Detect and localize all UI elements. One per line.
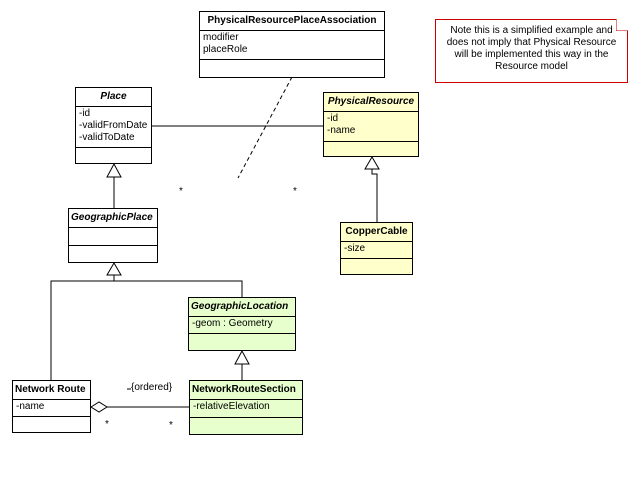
copper-resource-generalization: [371, 169, 378, 222]
constraint-tick: [127, 388, 131, 390]
operations-section: [76, 148, 151, 150]
class-geographic-place[interactable]: GeographicPlace: [68, 208, 158, 263]
operations-section: [200, 60, 384, 62]
class-name: CopperCable: [341, 223, 412, 242]
operations-section: [190, 418, 302, 420]
operations-section: [69, 246, 157, 248]
multiplicity-place-end: *: [179, 186, 183, 197]
attribute: modifier: [203, 32, 239, 43]
attributes-section: modifier placeRole: [200, 31, 384, 60]
note-text: Note this is a simplified example and do…: [446, 25, 617, 72]
note-corner-fold: [616, 19, 628, 31]
section-location-arrowhead: [234, 349, 250, 365]
multiplicity-route-end: *: [105, 419, 109, 430]
class-physical-resource[interactable]: PhysicalResource -id -name: [323, 92, 419, 157]
route-geoplace-generalization: [50, 280, 243, 380]
attribute: -validFromDate: [79, 120, 148, 131]
attributes-section: -name: [13, 400, 90, 417]
note: Note this is a simplified example and do…: [435, 19, 628, 83]
class-name: GeographicPlace: [69, 209, 157, 228]
multiplicity-resource-end: *: [293, 186, 297, 197]
class-geographic-location[interactable]: GeographicLocation -geom : Geometry: [188, 297, 296, 351]
attribute: -id: [327, 113, 339, 124]
class-network-route[interactable]: Network Route -name: [12, 380, 91, 433]
class-name: Network Route: [13, 381, 90, 400]
operations-section: [324, 142, 418, 144]
attributes-section: -id -name: [324, 112, 418, 142]
attributes-section: -geom : Geometry: [189, 317, 295, 334]
operations-section: [189, 334, 295, 336]
operations-section: [341, 259, 412, 261]
class-name: GeographicLocation: [189, 298, 295, 317]
attribute: -size: [344, 243, 366, 254]
class-name: PhysicalResourcePlaceAssociation: [200, 12, 384, 31]
attributes-section: -id -validFromDate -validToDate: [76, 107, 151, 148]
attribute: -geom : Geometry: [192, 318, 273, 329]
attribute: -name: [327, 125, 356, 136]
class-copper-cable[interactable]: CopperCable -size: [340, 222, 413, 275]
attribute: -validToDate: [79, 132, 135, 143]
attributes-section: -size: [341, 242, 412, 259]
attribute: -relativeElevation: [193, 401, 270, 412]
geoplace-arrowhead: [106, 262, 122, 276]
attribute: placeRole: [203, 44, 248, 55]
attributes-section: -relativeElevation: [190, 400, 302, 418]
class-name: PhysicalResource: [324, 93, 418, 112]
attribute: -name: [16, 401, 45, 412]
class-name: Place: [76, 88, 151, 107]
class-name: NetworkRouteSection: [190, 381, 302, 400]
operations-section: [13, 417, 90, 419]
class-network-route-section[interactable]: NetworkRouteSection -relativeElevation: [189, 380, 303, 435]
attribute: -id: [79, 108, 91, 119]
ordered-constraint-label: {ordered}: [131, 382, 173, 393]
multiplicity-section-end: *: [169, 420, 173, 431]
class-physical-resource-place-association[interactable]: PhysicalResourcePlaceAssociation modifie…: [199, 11, 385, 78]
class-place[interactable]: Place -id -validFromDate -validToDate: [75, 87, 152, 164]
association-class-dashed-line: [237, 76, 293, 179]
attributes-section: [69, 228, 157, 246]
aggregation-diamond: [90, 401, 108, 413]
copper-resource-arrowhead: [364, 156, 380, 170]
geoplace-place-arrowhead: [106, 162, 122, 178]
